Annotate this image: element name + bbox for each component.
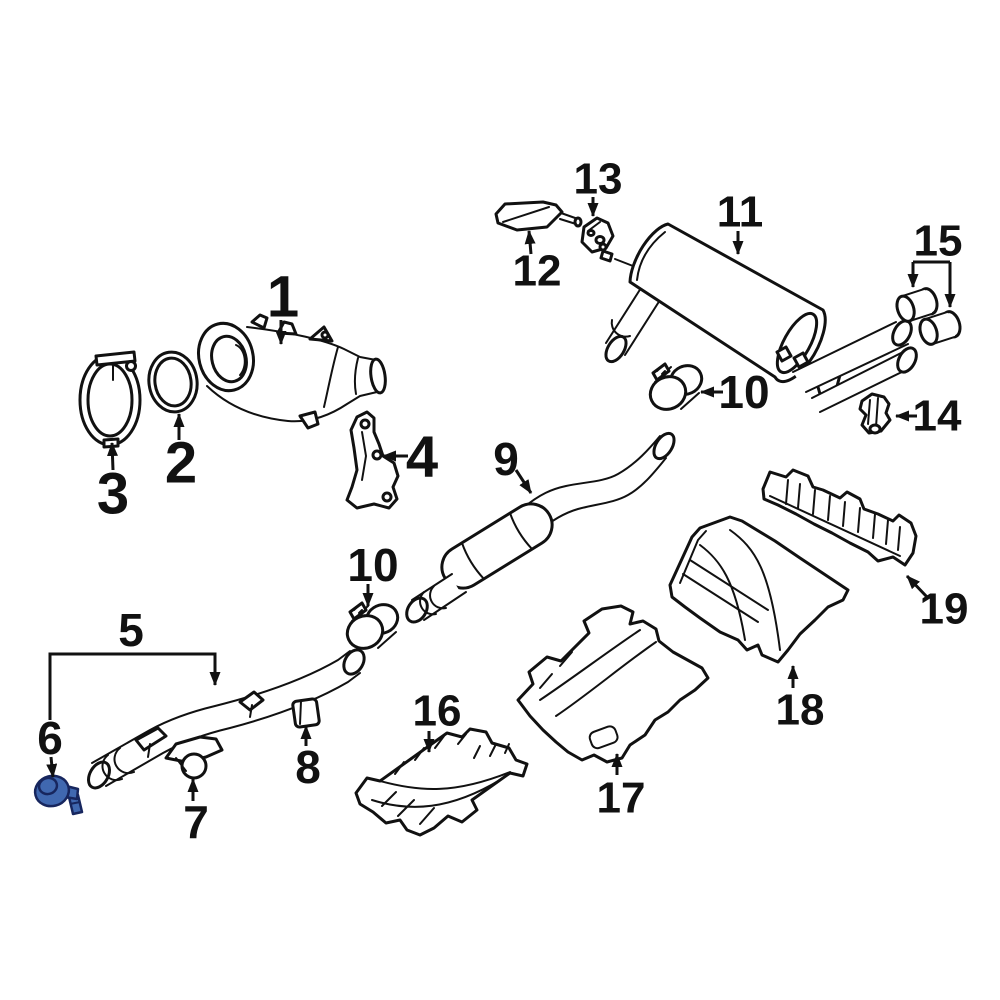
callout-5[interactable]: 5 — [48, 604, 221, 720]
part-10-clamp-upper — [648, 362, 704, 411]
callout-19-label[interactable]: 19 — [920, 584, 969, 633]
callout-10-label[interactable]: 10 — [718, 366, 769, 418]
part-13-mount-bracket-small — [580, 216, 615, 254]
callout-3[interactable]: 3 — [97, 442, 129, 526]
callout-14-label[interactable]: 14 — [913, 391, 962, 440]
callout-10-label[interactable]: 10 — [347, 539, 398, 591]
callout-8[interactable]: 8 — [295, 725, 321, 793]
part-7-support-bracket — [164, 735, 224, 780]
part-12-heat-shield-plate — [494, 200, 583, 232]
part-19-heat-shield-rear-rail — [761, 468, 918, 567]
part-8-insulator-block — [291, 697, 321, 729]
callout-15-label[interactable]: 15 — [914, 216, 963, 265]
part-5-front-pipe — [87, 648, 366, 790]
callout-arrow — [106, 442, 118, 471]
callout-1-label[interactable]: 1 — [267, 264, 299, 329]
callout-9[interactable]: 9 — [493, 433, 533, 494]
callout-5-label[interactable]: 5 — [118, 604, 144, 656]
part-14-rubber-hanger — [858, 392, 892, 435]
callout-arrow — [514, 469, 533, 494]
callout-8-label[interactable]: 8 — [295, 741, 321, 793]
part-2-gasket-ring — [147, 350, 199, 414]
part-10-clamp-lower — [345, 601, 400, 650]
callout-16-label[interactable]: 16 — [413, 686, 462, 735]
callout-9-label[interactable]: 9 — [493, 433, 519, 485]
callout-7-label[interactable]: 7 — [183, 796, 209, 848]
callout-2-label[interactable]: 2 — [165, 430, 197, 495]
callout-18[interactable]: 18 — [776, 665, 825, 734]
callout-19[interactable]: 19 — [905, 574, 969, 633]
callout-10b[interactable]: 10 — [700, 366, 770, 418]
callout-arrow — [46, 756, 58, 778]
part-3-v-band-clamp — [78, 350, 142, 449]
callout-7[interactable]: 7 — [183, 778, 209, 848]
callout-15[interactable]: 15 — [907, 216, 963, 308]
callout-11[interactable]: 11 — [717, 187, 764, 255]
callout-13-label[interactable]: 13 — [574, 154, 623, 203]
callout-arrow — [905, 574, 929, 599]
part-17-heat-shield-center — [516, 604, 710, 764]
callout-14[interactable]: 14 — [895, 391, 962, 440]
part-16-heat-shield-front — [354, 727, 529, 837]
callout-arrow — [48, 652, 221, 720]
callout-6-label[interactable]: 6 — [37, 712, 63, 764]
callout-10[interactable]: 10 — [347, 539, 399, 607]
callout-12[interactable]: 12 — [513, 230, 562, 295]
part-11-rear-muffler — [599, 222, 918, 413]
callout-3-label[interactable]: 3 — [97, 461, 129, 526]
callout-4-label[interactable]: 4 — [406, 424, 438, 489]
callout-arrow — [524, 230, 536, 255]
part-1-catalytic-converter — [197, 313, 387, 430]
callout-1[interactable]: 1 — [267, 264, 299, 345]
callout-6[interactable]: 6 — [37, 712, 63, 778]
part-15-exhaust-tips — [895, 287, 962, 346]
callout-13[interactable]: 13 — [574, 154, 623, 217]
part-6-clamp-highlighted[interactable] — [32, 772, 84, 816]
callout-17[interactable]: 17 — [597, 753, 646, 822]
callout-18-label[interactable]: 18 — [776, 685, 825, 734]
callout-17-label[interactable]: 17 — [597, 773, 646, 822]
callout-12-label[interactable]: 12 — [513, 246, 562, 295]
part-18-heat-shield-center-rear — [668, 515, 850, 664]
callout-4[interactable]: 4 — [382, 424, 438, 489]
callout-16[interactable]: 16 — [413, 686, 462, 753]
part-9-center-pipe-resonator — [405, 431, 676, 624]
callout-11-label[interactable]: 11 — [717, 187, 764, 236]
part-4-mount-bracket — [345, 410, 400, 510]
callout-2[interactable]: 2 — [165, 413, 197, 495]
